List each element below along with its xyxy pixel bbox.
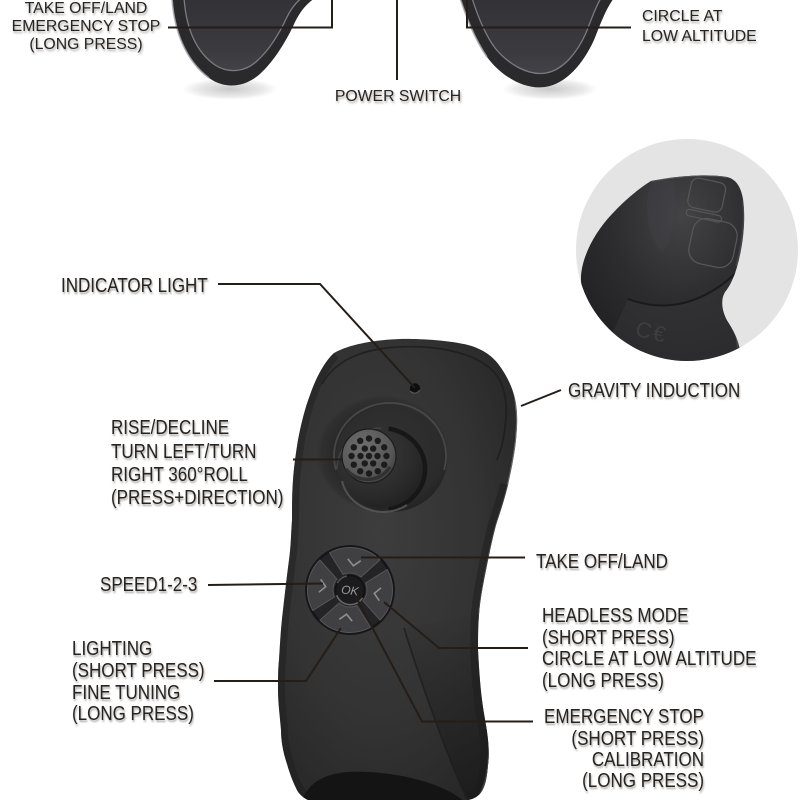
- svg-text:OK: OK: [340, 582, 360, 598]
